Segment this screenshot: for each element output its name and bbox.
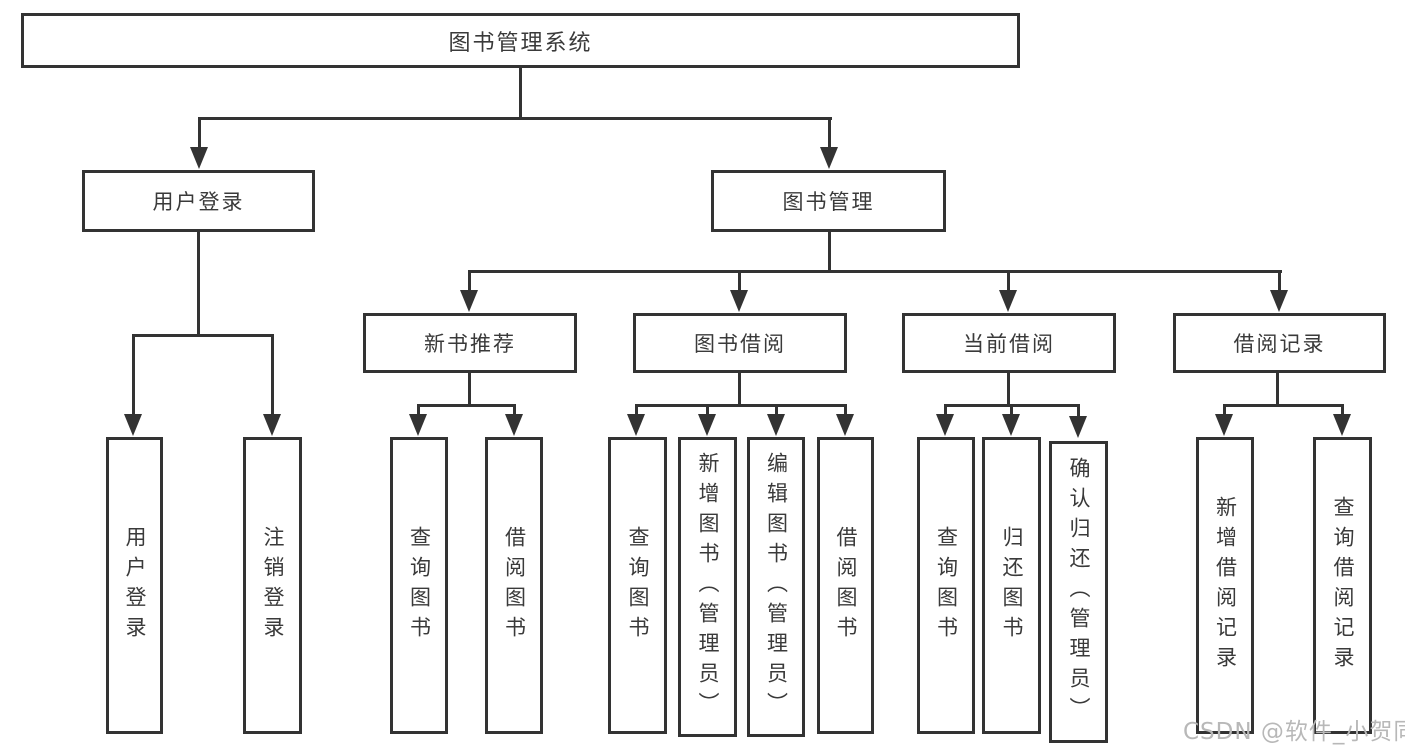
- watermark: CSDN @软件_小贺同学: [1183, 719, 1405, 745]
- arrow-down-icon: [1069, 416, 1087, 438]
- arrow-down-icon: [460, 290, 478, 312]
- connector-line: [1276, 372, 1279, 406]
- connector-line: [513, 405, 516, 415]
- leaf-borrow-books-recommend: 借阅图书: [485, 437, 543, 734]
- leaf-query-books-recommend: 查询图书: [390, 437, 448, 734]
- arrow-down-icon: [767, 414, 785, 436]
- connector-line: [468, 271, 471, 291]
- arrow-down-icon: [999, 290, 1017, 312]
- connector-line: [738, 372, 741, 406]
- connector-line: [468, 372, 471, 406]
- connector-line: [1007, 372, 1010, 406]
- connector-line: [468, 270, 1282, 273]
- leaf-return-books: 归还图书: [982, 437, 1041, 734]
- arrow-down-icon: [936, 414, 954, 436]
- arrow-down-icon: [698, 414, 716, 436]
- node-current-borrowing: 当前借阅: [902, 313, 1116, 373]
- node-book-borrowing: 图书借阅: [633, 313, 847, 373]
- leaf-borrow-books: 借阅图书: [817, 437, 874, 734]
- arrow-down-icon: [1002, 414, 1020, 436]
- connector-line: [1223, 404, 1344, 407]
- leaf-logout: 注销登录: [243, 437, 302, 734]
- connector-line: [844, 405, 847, 415]
- connector-line: [1341, 405, 1344, 415]
- connector-line: [132, 334, 274, 337]
- connector-line: [271, 335, 274, 415]
- node-new-book-recommendation: 新书推荐: [363, 313, 577, 373]
- leaf-confirm-return-admin: 确认归还（管理员）: [1049, 441, 1108, 743]
- connector-line: [738, 271, 741, 291]
- arrow-down-icon: [1333, 414, 1351, 436]
- arrow-down-icon: [1270, 290, 1288, 312]
- connector-line: [635, 405, 638, 415]
- connector-line: [1077, 405, 1080, 417]
- arrow-down-icon: [263, 414, 281, 436]
- leaf-user-login: 用户登录: [106, 437, 163, 734]
- arrow-down-icon: [836, 414, 854, 436]
- connector-line: [1010, 405, 1013, 415]
- leaf-query-borrow-record: 查询借阅记录: [1313, 437, 1372, 734]
- connector-line: [198, 117, 832, 120]
- connector-line: [132, 335, 135, 415]
- leaf-add-borrow-record: 新增借阅记录: [1196, 437, 1254, 734]
- leaf-add-book-admin: 新增图书（管理员）: [678, 437, 737, 737]
- connector-line: [635, 404, 847, 407]
- connector-line: [1223, 405, 1226, 415]
- connector-line: [198, 118, 201, 148]
- arrow-down-icon: [730, 290, 748, 312]
- leaf-query-books-current: 查询图书: [917, 437, 975, 734]
- leaf-edit-book-admin: 编辑图书（管理员）: [747, 437, 805, 737]
- node-book-management: 图书管理: [711, 170, 946, 232]
- arrow-down-icon: [190, 147, 208, 169]
- arrow-down-icon: [505, 414, 523, 436]
- arrow-down-icon: [1215, 414, 1233, 436]
- leaf-query-books-borrowing: 查询图书: [608, 437, 667, 734]
- connector-line: [1007, 271, 1010, 291]
- connector-line: [706, 405, 709, 415]
- connector-line: [828, 118, 831, 148]
- connector-line: [828, 231, 831, 272]
- connector-line: [197, 231, 200, 336]
- arrow-down-icon: [409, 414, 427, 436]
- connector-line: [944, 405, 947, 415]
- connector-line: [417, 404, 516, 407]
- arrow-down-icon: [124, 414, 142, 436]
- arrow-down-icon: [820, 147, 838, 169]
- node-user-login: 用户登录: [82, 170, 315, 232]
- arrow-down-icon: [627, 414, 645, 436]
- connector-line: [519, 68, 522, 120]
- connector-line: [417, 405, 420, 415]
- connector-line: [775, 405, 778, 415]
- node-library-system: 图书管理系统: [21, 13, 1020, 68]
- node-borrowing-records: 借阅记录: [1173, 313, 1386, 373]
- connector-line: [1278, 271, 1281, 291]
